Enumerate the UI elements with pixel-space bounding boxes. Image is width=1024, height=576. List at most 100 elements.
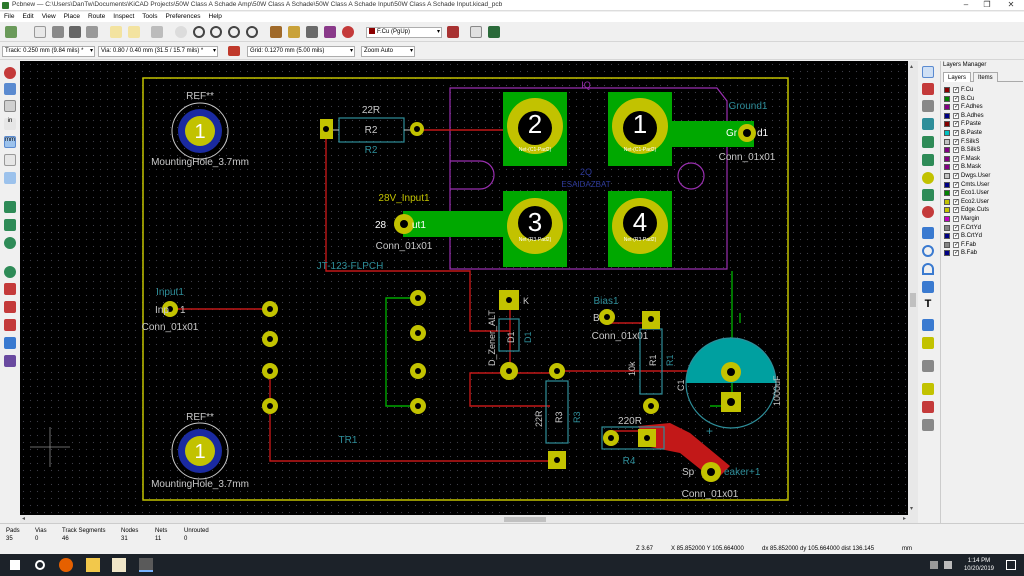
find-icon[interactable] bbox=[151, 26, 163, 38]
maximize-button[interactable]: ❐ bbox=[983, 0, 991, 9]
menu-inspect[interactable]: Inspect bbox=[113, 13, 135, 20]
layer-row[interactable]: ✓F.Paste bbox=[944, 120, 1022, 128]
add-circle-icon[interactable] bbox=[922, 245, 934, 257]
menu-edit[interactable]: Edit bbox=[22, 13, 34, 20]
layer-color-swatch[interactable] bbox=[944, 155, 950, 162]
layer-visibility-checkbox[interactable]: ✓ bbox=[953, 95, 960, 102]
layer-visibility-checkbox[interactable]: ✓ bbox=[953, 155, 960, 162]
search-icon[interactable] bbox=[35, 560, 45, 570]
layer-color-swatch[interactable] bbox=[944, 198, 950, 205]
minimize-button[interactable]: – bbox=[963, 0, 969, 9]
add-text-icon[interactable]: T bbox=[924, 298, 932, 310]
layer-visibility-checkbox[interactable]: ✓ bbox=[953, 164, 960, 171]
add-polygon-icon[interactable] bbox=[922, 281, 934, 293]
layer-visibility-checkbox[interactable]: ✓ bbox=[953, 233, 960, 240]
zoom-in-icon[interactable] bbox=[193, 26, 205, 38]
scroll-up-icon[interactable]: ▴ bbox=[910, 64, 914, 70]
zoom-out-icon[interactable] bbox=[210, 26, 222, 38]
polar-coords-icon[interactable] bbox=[4, 100, 16, 112]
layer-visibility-checkbox[interactable]: ✓ bbox=[953, 190, 960, 197]
layer-visibility-checkbox[interactable]: ✓ bbox=[953, 87, 960, 93]
menu-help[interactable]: Help bbox=[208, 13, 222, 20]
vias-sketch-icon[interactable] bbox=[4, 266, 16, 278]
layer-color-swatch[interactable] bbox=[944, 121, 950, 128]
measure-icon[interactable] bbox=[922, 419, 934, 431]
layer-row[interactable]: ✓F.Cu bbox=[944, 86, 1022, 94]
units-inch-icon[interactable]: in bbox=[4, 118, 16, 130]
layer-pair-icon[interactable] bbox=[447, 26, 459, 38]
grid-origin-icon[interactable] bbox=[922, 401, 934, 413]
layer-row[interactable]: ✓B.Fab bbox=[944, 249, 1022, 257]
layer-visibility-checkbox[interactable]: ✓ bbox=[953, 241, 960, 248]
units-mm-icon[interactable]: mm bbox=[4, 136, 16, 148]
microwave-icon[interactable] bbox=[4, 355, 16, 367]
layer-row[interactable]: ✓B.Paste bbox=[944, 129, 1022, 137]
zoom-fit-icon[interactable] bbox=[228, 26, 240, 38]
layer-color-swatch[interactable] bbox=[944, 224, 950, 231]
notification-icon[interactable] bbox=[930, 561, 938, 569]
save-icon[interactable] bbox=[52, 26, 64, 38]
print-icon[interactable] bbox=[69, 26, 81, 38]
plot-icon[interactable] bbox=[86, 26, 98, 38]
layer-row[interactable]: ✓B.Cu bbox=[944, 95, 1022, 103]
microwave-toolbar-icon[interactable] bbox=[4, 319, 16, 331]
menu-route[interactable]: Route bbox=[87, 13, 106, 20]
footprint-editor-icon[interactable] bbox=[270, 26, 282, 38]
layer-visibility-checkbox[interactable]: ✓ bbox=[953, 138, 960, 145]
menu-tools[interactable]: Tools bbox=[142, 13, 158, 20]
layer-color-swatch[interactable] bbox=[944, 181, 950, 188]
close-button[interactable]: ✕ bbox=[1007, 0, 1015, 9]
layer-visibility-checkbox[interactable]: ✓ bbox=[953, 224, 960, 231]
file-explorer-icon[interactable] bbox=[86, 558, 100, 572]
layer-row[interactable]: ✓F.Fab bbox=[944, 241, 1022, 249]
add-dimension-icon[interactable] bbox=[922, 319, 934, 331]
scripting-console-icon[interactable] bbox=[470, 26, 482, 38]
layer-color-swatch[interactable] bbox=[944, 147, 950, 154]
scroll-down-icon[interactable]: ▾ bbox=[910, 506, 914, 512]
layer-color-swatch[interactable] bbox=[944, 104, 950, 111]
tab-items[interactable]: Items bbox=[973, 72, 998, 82]
ratsnest-icon[interactable] bbox=[4, 172, 16, 184]
layer-color-swatch[interactable] bbox=[944, 216, 950, 222]
layer-row[interactable]: ✓B.CrtYd bbox=[944, 232, 1022, 240]
layer-visibility-checkbox[interactable]: ✓ bbox=[953, 250, 960, 257]
scroll-left-icon[interactable]: ◂ bbox=[22, 516, 26, 522]
layer-visibility-checkbox[interactable]: ✓ bbox=[953, 173, 960, 179]
grid-select[interactable]: Grid: 0.1270 mm (5.00 mils)▾ bbox=[247, 46, 355, 57]
track-width-select[interactable]: Track: 0.250 mm (9.84 mils) *▾ bbox=[2, 46, 95, 57]
drc-marker-icon[interactable] bbox=[4, 67, 16, 79]
vertical-scroll-thumb[interactable] bbox=[910, 293, 916, 307]
layer-row[interactable]: ✓Eco2.User bbox=[944, 198, 1022, 206]
add-line-icon[interactable] bbox=[922, 227, 934, 239]
layer-visibility-checkbox[interactable]: ✓ bbox=[953, 198, 960, 205]
layer-visibility-checkbox[interactable]: ✓ bbox=[953, 104, 960, 111]
layer-color-swatch[interactable] bbox=[944, 250, 950, 257]
layer-color-swatch[interactable] bbox=[944, 164, 950, 171]
layer-visibility-checkbox[interactable]: ✓ bbox=[953, 130, 960, 136]
menu-preferences[interactable]: Preferences bbox=[165, 13, 201, 20]
pads-sketch-icon[interactable] bbox=[4, 237, 16, 249]
layer-row[interactable]: ✓Cmts.User bbox=[944, 181, 1022, 189]
layer-row[interactable]: ✓Eco1.User bbox=[944, 189, 1022, 197]
add-zone-icon[interactable] bbox=[922, 189, 934, 201]
3d-viewer-icon[interactable] bbox=[306, 26, 318, 38]
redo-icon[interactable] bbox=[128, 26, 140, 38]
scroll-right-icon[interactable]: ▸ bbox=[902, 516, 906, 522]
menu-view[interactable]: View bbox=[41, 13, 56, 20]
layers-manager-icon[interactable] bbox=[4, 337, 16, 349]
layer-color-swatch[interactable] bbox=[944, 190, 950, 197]
layer-row[interactable]: ✓F.CrtYd bbox=[944, 224, 1022, 232]
layer-row[interactable]: ✓F.Mask bbox=[944, 155, 1022, 163]
layer-row[interactable]: ✓Dwgs.User bbox=[944, 172, 1022, 180]
layer-color-swatch[interactable] bbox=[944, 130, 950, 136]
menu-file[interactable]: File bbox=[4, 13, 15, 20]
refresh-icon[interactable] bbox=[175, 26, 187, 38]
vertical-scrollbar[interactable]: ▴ ▾ bbox=[908, 61, 918, 515]
windows-start-icon[interactable] bbox=[10, 560, 20, 570]
layer-row[interactable]: ✓Margin bbox=[944, 215, 1022, 223]
action-center-icon[interactable] bbox=[1006, 560, 1016, 570]
new-board-icon[interactable] bbox=[5, 26, 17, 38]
select-arrow-icon[interactable] bbox=[922, 66, 934, 78]
layer-row[interactable]: ✓B.Adhes bbox=[944, 112, 1022, 120]
pcb-canvas[interactable]: 2 1 3 4 Net-(C1-Pad2) Net-(C1-Pad2) Net-… bbox=[20, 61, 908, 515]
